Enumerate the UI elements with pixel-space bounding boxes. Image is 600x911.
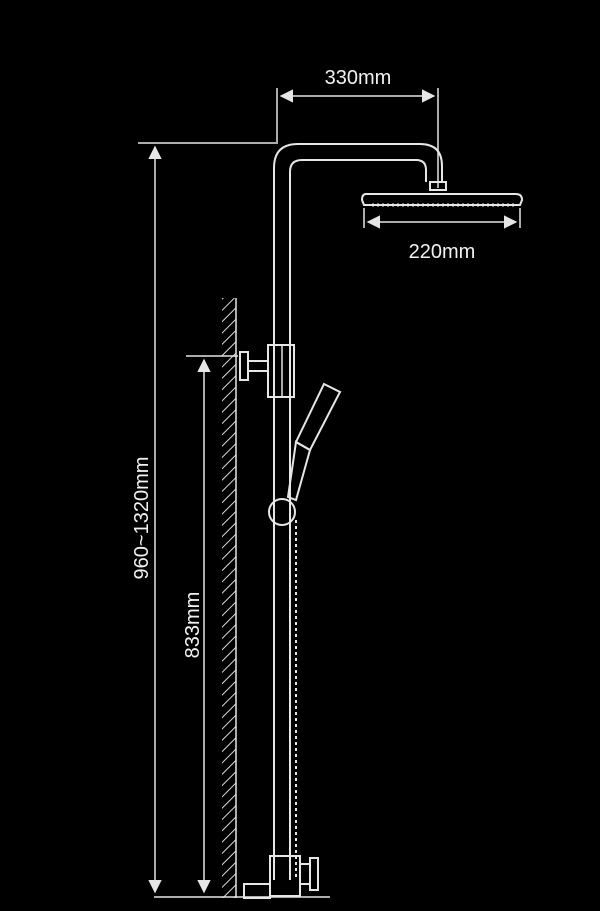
arm-length-label: 330mm — [325, 67, 392, 89]
wall-bracket — [239, 344, 295, 398]
arm-length-dimension — [276, 88, 439, 188]
slider-height-label: 833mm — [182, 592, 204, 659]
shower-head — [360, 181, 524, 207]
hand-shower — [268, 382, 342, 526]
wall — [222, 298, 237, 898]
riser-pipe — [273, 143, 443, 880]
total-height-label: 960~1320mm — [131, 457, 153, 580]
mixer-valve — [154, 855, 330, 899]
head-width-label: 220mm — [409, 241, 476, 263]
head-width-dimension — [363, 208, 521, 229]
